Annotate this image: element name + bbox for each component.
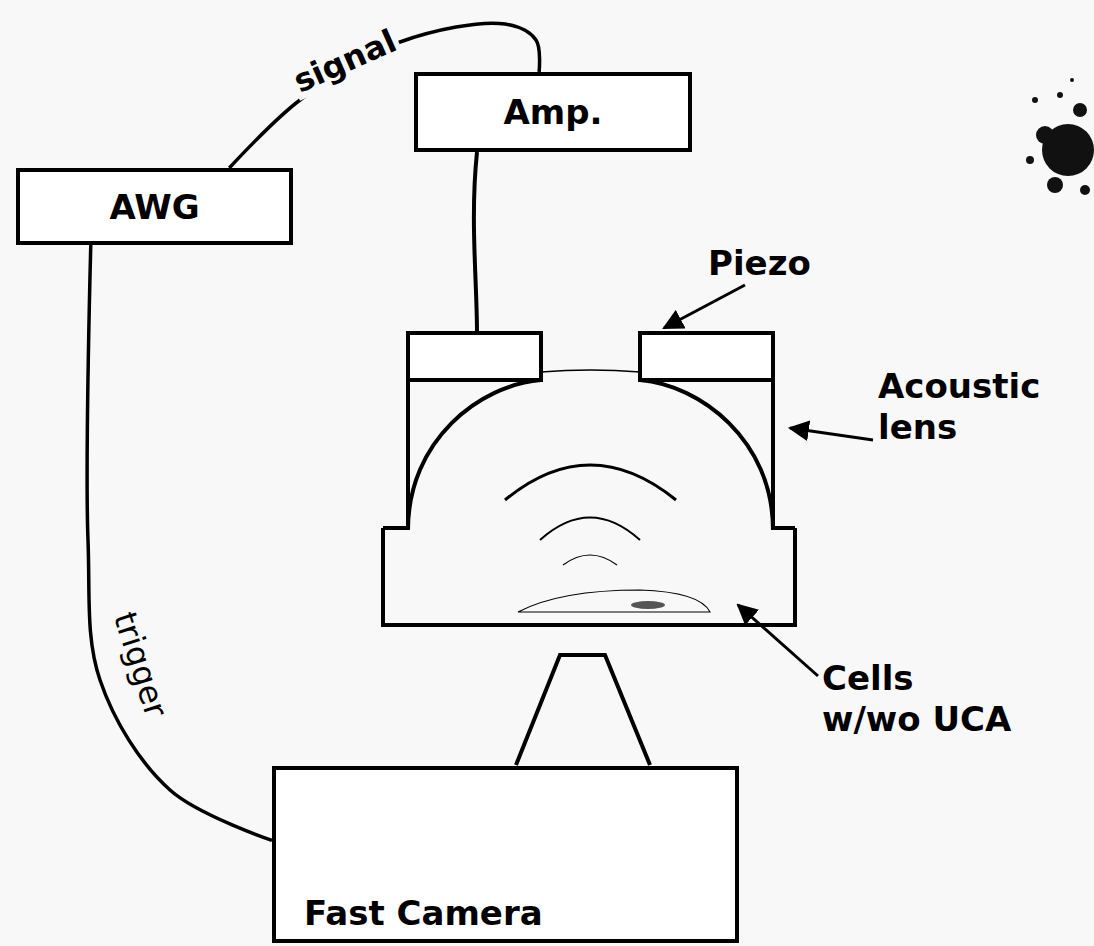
edge-label: signal	[286, 23, 405, 102]
wave	[540, 518, 640, 541]
uca	[631, 601, 665, 609]
box-label: Amp.	[504, 92, 603, 132]
leader-line	[790, 428, 873, 440]
part-label: Cells w/wo UCA	[822, 658, 1017, 740]
device-box: AWG	[16, 168, 293, 245]
piezo-right	[640, 333, 773, 380]
dish	[383, 528, 795, 625]
cable	[87, 245, 272, 840]
part-label: Acoustic lens	[878, 366, 1040, 448]
part-label: Piezo	[708, 243, 811, 284]
acoustic-lens	[408, 380, 773, 530]
dish-rim	[383, 526, 795, 530]
cell	[518, 590, 710, 612]
wave	[563, 555, 617, 565]
device-box: Amp.	[414, 72, 692, 152]
lens-wall	[408, 380, 773, 530]
box-label: AWG	[109, 187, 199, 227]
membrane	[541, 370, 640, 372]
box-label: Fast Camera	[304, 893, 543, 933]
edge-label: trigger	[106, 605, 175, 724]
amp-wire	[474, 152, 477, 333]
camera-box: Fast Camera	[272, 766, 739, 943]
piezo-left	[408, 333, 541, 380]
leader-line	[664, 285, 745, 328]
wave	[505, 465, 676, 500]
ink-splatter	[1026, 78, 1094, 195]
objective	[516, 655, 650, 765]
leader-line	[738, 605, 818, 676]
